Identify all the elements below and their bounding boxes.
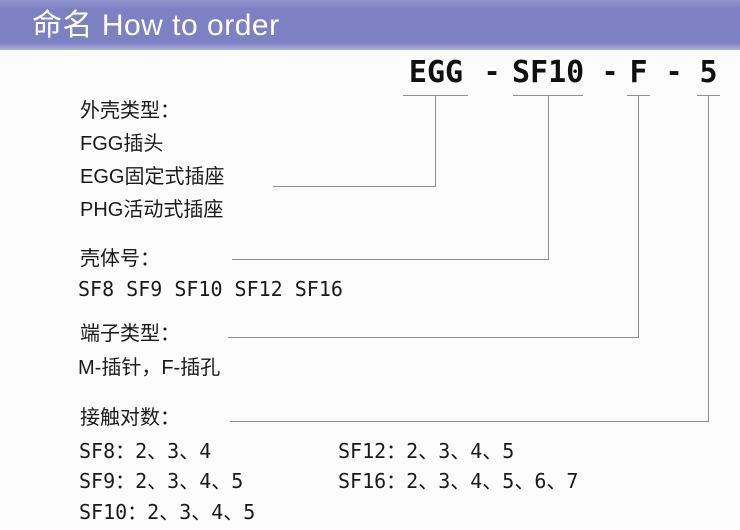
- part-code-separator: -: [665, 55, 683, 88]
- contact-row-sf8: SF8：2、3、4: [79, 439, 212, 463]
- contact-row-sf12: SF12：2、3、4、5: [338, 439, 515, 463]
- contact-row-sf10: SF10：2、3、4、5: [79, 500, 256, 524]
- connector-shell-size: [232, 95, 549, 260]
- terminal-type-title: 端子类型：: [80, 323, 180, 345]
- connector-shell-type: [273, 95, 436, 187]
- contact-row-sf9: SF9：2、3、4、5: [79, 469, 244, 493]
- connector-contact-count: [230, 95, 709, 422]
- part-code-separator: -: [601, 55, 619, 88]
- part-code-shell-type: EGG: [408, 55, 464, 90]
- shell-type-option: FGG插头: [80, 133, 164, 155]
- shell-type-option: EGG固定式插座: [80, 166, 225, 188]
- shell-size-title: 壳体号：: [80, 248, 160, 270]
- part-code-terminal-type: F: [629, 55, 648, 90]
- part-code-shell-size: SF10: [512, 55, 585, 90]
- shell-type-option: PHG活动式插座: [80, 199, 224, 221]
- part-code-contact-count: 5: [699, 55, 718, 90]
- terminal-type-values: M-插针，F-插孔: [78, 357, 221, 379]
- connector-terminal-type: [228, 95, 639, 338]
- section-header-bar: 命名 How to order: [0, 0, 740, 50]
- part-code-separator: -: [483, 55, 501, 88]
- page-title: 命名 How to order: [32, 9, 280, 42]
- shell-type-title: 外壳类型：: [80, 100, 180, 122]
- shell-size-values: SF8 SF9 SF10 SF12 SF16: [78, 277, 343, 301]
- contact-count-title: 接触对数：: [80, 407, 180, 429]
- contact-row-sf16: SF16：2、3、4、5、6、7: [338, 469, 579, 493]
